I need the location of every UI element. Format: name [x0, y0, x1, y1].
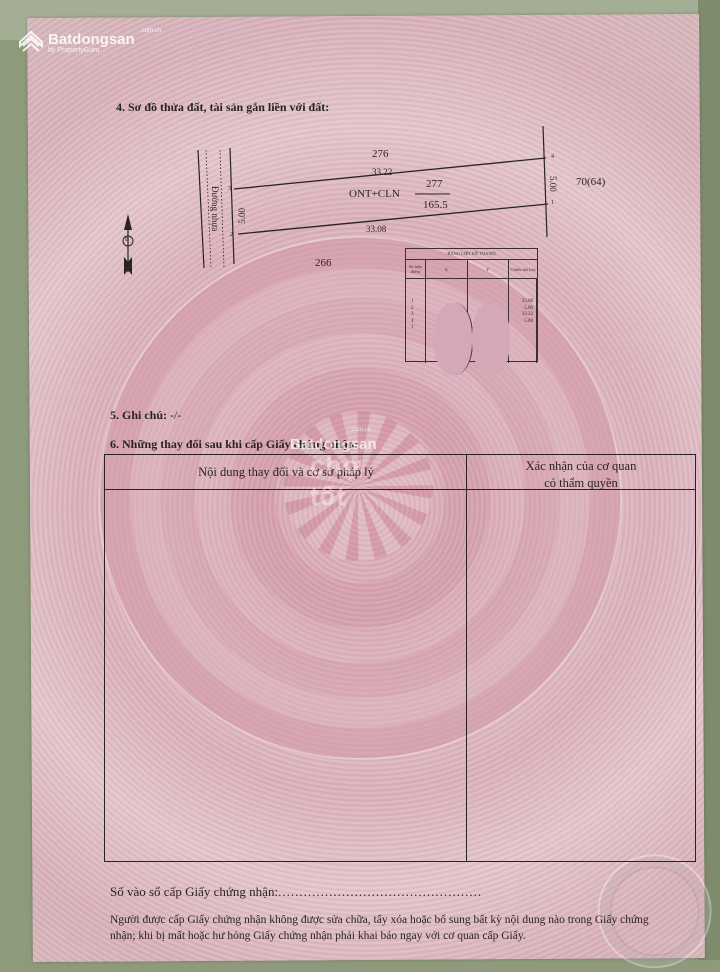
edge-length-right: 5.00 [548, 176, 558, 192]
batdongsan-watermark: .com.vn Batdongsan by PropertyGuru [18, 28, 161, 56]
changes-table: Nội dung thay đổi và cơ sở pháp lý Xác n… [104, 454, 696, 862]
length-cell: 33.22 [521, 312, 533, 317]
land-parcel-diagram: Đường nhựa B 276 266 70(64) 277 ONT+CLN … [110, 120, 605, 380]
neighbor-parcel-bottom: 266 [315, 257, 332, 269]
section-6-title: 6. Những thay đổi sau khi cấp Giấy chứng… [110, 437, 359, 451]
parcel-number: 277 [426, 178, 443, 190]
section-5-title: 5. Ghi chú: [110, 408, 168, 422]
north-arrow-icon [122, 214, 134, 275]
north-symbol: B [125, 237, 130, 243]
redaction-blob [434, 303, 473, 375]
point-cell: 1 [411, 325, 414, 330]
authority-confirmation-header: Xác nhận của cơ quan có thẩm quyền [467, 458, 695, 492]
changes-content-column [105, 455, 467, 861]
section-5-notes: 5. Ghi chú: -/- [110, 408, 181, 423]
batdongsan-logo-icon [19, 30, 43, 52]
redaction-blob [472, 303, 510, 375]
point-cell: 1 [411, 299, 414, 304]
table-header-divider [105, 489, 695, 490]
length-cell: 5.00 [524, 305, 533, 311]
parcel-lines [122, 125, 549, 275]
watermark-brand: Batdongsan [48, 30, 135, 48]
batdongsan-overlay-watermark: .com.vn Batdongsan chợ tốt [290, 427, 377, 511]
authority-header-line1: Xác nhận của cơ quan [525, 459, 637, 473]
length-cell: 5.00 [524, 318, 533, 324]
coordinate-table: BẢNG LIỆT KÊ TỌA ĐỘ Số hiệu điểm X Y Chi… [405, 248, 538, 375]
point-cell: 3 [411, 312, 414, 317]
section-4-title: 4. Sơ đồ thửa đất, tài sản gắn liền với … [116, 100, 330, 114]
changes-content-header: Nội dung thay đổi và cơ sở pháp lý [198, 465, 374, 479]
edge-length-bottom: 33.08 [366, 224, 387, 234]
coord-table-header: Số hiệu điểm X Y Chiều dài (m) [406, 260, 537, 279]
neighbor-parcel-right: 70(64) [576, 176, 606, 188]
points-column: 1 2 3 4 1 [406, 279, 426, 363]
watermark-domain: .com.vn [140, 27, 162, 34]
section-5-value: -/- [170, 408, 182, 422]
edge-length-left: 5.00 [237, 208, 247, 224]
vertex-4: 4 [551, 154, 554, 160]
background-right-edge [698, 0, 720, 960]
road-label: Đường nhựa [210, 186, 220, 232]
lengths-column: 33.08 5.00 33.22 5.00 [509, 279, 537, 363]
col-y-header: Y [468, 260, 509, 278]
coord-table-title: BẢNG LIỆT KÊ TỌA ĐỘ [406, 249, 537, 260]
vertex-2: 2 [230, 232, 233, 238]
y-column [468, 279, 509, 363]
land-use-code: ONT+CLN [349, 188, 400, 200]
registry-number-line: Số vào sổ cấp Giấy chứng nhận:..........… [110, 884, 482, 900]
col-length-header: Chiều dài (m) [510, 266, 536, 272]
vertex-1: 1 [551, 200, 554, 206]
coord-table-body: 1 2 3 4 1 33.08 5.00 33.22 5.00 [406, 279, 537, 375]
edge-length-top: 33.22 [372, 167, 393, 177]
registry-dots: ........................................… [278, 884, 483, 899]
point-cell: 4 [411, 318, 414, 324]
overlay-watermark-domain: .com.vn [350, 427, 372, 433]
col-point-header: Số hiệu điểm [406, 260, 426, 278]
col-x-header: X [426, 260, 468, 278]
vertex-3: 3 [228, 186, 231, 192]
authority-header-line2: có thẩm quyền [544, 476, 618, 490]
chotot-watermark: chợ tốt [310, 450, 362, 511]
watermark-sub: by PropertyGuru [48, 46, 100, 54]
parcel-area: 165.5 [423, 199, 448, 211]
overlay-watermark-brand: Batdongsan [290, 436, 377, 453]
neighbor-parcel-top: 276 [372, 148, 389, 160]
point-cell: 2 [411, 305, 414, 311]
certificate-notice: Người được cấp Giấy chứng nhận không đượ… [110, 914, 649, 942]
length-cell: 33.08 [521, 299, 533, 304]
registry-label: Số vào sổ cấp Giấy chứng nhận: [110, 884, 279, 899]
